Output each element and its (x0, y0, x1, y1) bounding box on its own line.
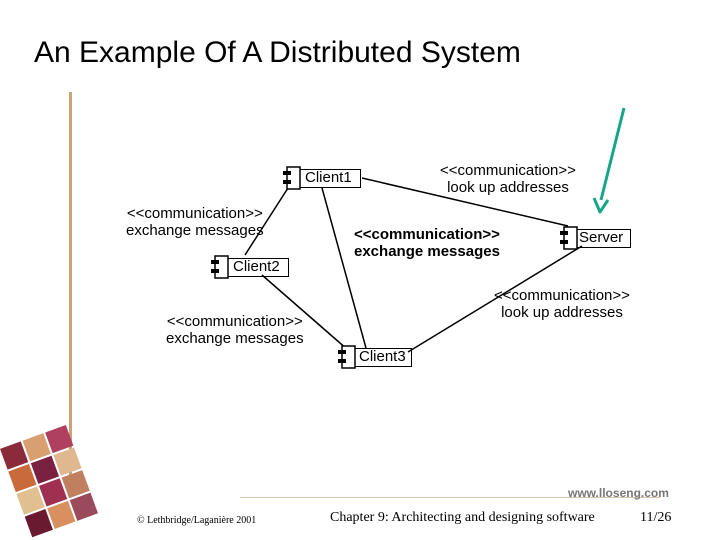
connection-text: look up addresses (447, 179, 569, 196)
component-icon (560, 226, 578, 250)
slide-title: An Example Of A Distributed System (34, 36, 521, 69)
page-number: 11/26 (640, 510, 672, 525)
connection-text: exchange messages (166, 330, 304, 347)
connection-text: look up addresses (501, 304, 623, 321)
server-label: Server (579, 229, 624, 246)
client3-server-connection-label: <<communication>> look up addresses (494, 287, 630, 321)
mosaic-tile (8, 463, 37, 493)
stereotype-text: <<communication>> (166, 313, 303, 330)
client3-label: Client3 (359, 348, 406, 365)
mosaic-tile (45, 424, 74, 454)
mosaic-tile (16, 486, 45, 515)
client1-server-connection-label: <<communication>> look up addresses (440, 162, 576, 196)
component-icon (338, 345, 356, 369)
client1-client2-connection-label: <<communication>> exchange messages (126, 205, 264, 239)
component-icon (211, 255, 229, 279)
mosaic-tile (0, 441, 29, 470)
teal-arrow-line (599, 107, 626, 201)
connection-client1-client2 (244, 187, 289, 256)
client2-label: Client2 (233, 258, 280, 275)
connection-client1-server (361, 177, 569, 227)
mosaic-tile (61, 470, 90, 499)
connection-client3-server (407, 245, 583, 353)
mosaic-tile (53, 447, 82, 476)
client1-label: Client1 (305, 169, 352, 186)
stereotype-text: <<communication>> (126, 205, 263, 222)
mosaic-decoration (0, 424, 98, 538)
mosaic-tile (30, 455, 60, 484)
connection-client1-client3 (321, 187, 367, 349)
connection-client2-client3 (261, 274, 349, 351)
component-icon (283, 166, 301, 190)
stereotype-text: <<communication>> (494, 287, 630, 304)
chapter-text: Chapter 9: Architecting and designing so… (330, 510, 595, 525)
connection-text: exchange messages (126, 222, 264, 239)
mosaic-tile (39, 478, 68, 507)
website-logo: www.lloseng.com (568, 486, 669, 500)
mosaic-tile (22, 433, 51, 462)
connection-text: exchange messages (354, 243, 500, 260)
stereotype-text: <<communication>> (354, 226, 500, 243)
arrow-head-icon (592, 197, 610, 214)
mosaic-tile (69, 492, 98, 521)
vertical-rule (69, 92, 72, 492)
footer-rule (240, 497, 660, 498)
stereotype-text: <<communication>> (440, 162, 576, 179)
client1-client3-connection-label: <<communication>> exchange messages (354, 226, 500, 260)
client2-client3-connection-label: <<communication>> exchange messages (166, 313, 304, 347)
copyright-text: © Lethbridge/Laganière 2001 (137, 515, 257, 526)
mosaic-tile (47, 500, 76, 530)
mosaic-tile (24, 509, 53, 538)
